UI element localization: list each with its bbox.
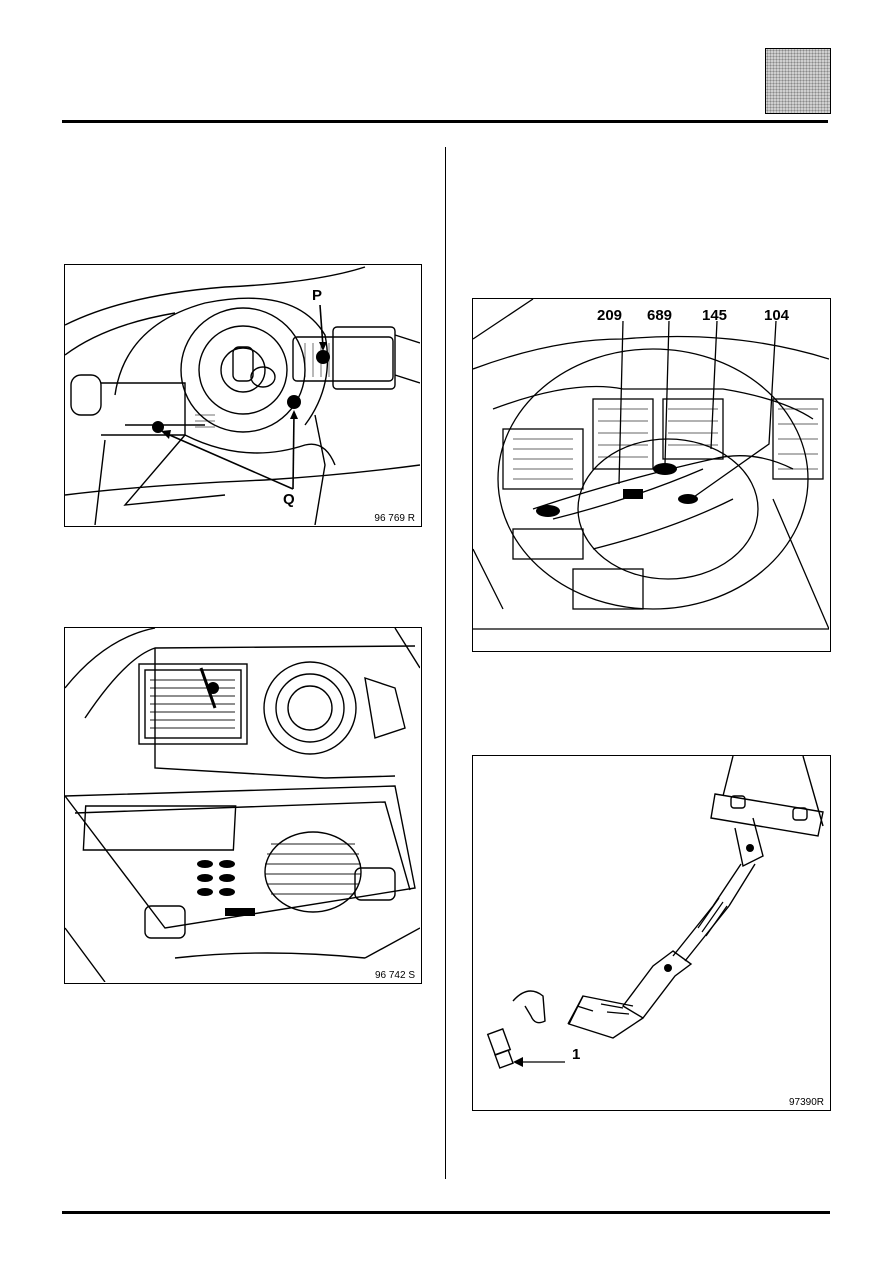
- callout-209: 209: [597, 307, 623, 324]
- wiring-harness-illustration: [473, 299, 829, 630]
- callout-q: Q: [283, 491, 295, 508]
- figure-steering-switch: P Q 96 769 R: [64, 264, 422, 527]
- steering-shaft-illustration: [486, 756, 824, 1069]
- figure-code: 97390R: [788, 1097, 824, 1108]
- figure-steering-shaft: 1 97390R: [472, 755, 831, 1111]
- figure-wiring-harness: 209 689 145 104: [472, 298, 831, 652]
- figure-code: 96 769 R: [374, 513, 415, 524]
- callout-145: 145: [702, 307, 728, 324]
- footer-rule: [62, 1211, 830, 1214]
- steering-switch-illustration: [65, 266, 420, 525]
- figure-code: 96 742 S: [374, 970, 415, 981]
- figure-dashboard-radio: 96 742 S: [64, 627, 422, 984]
- callout-p: P: [312, 287, 323, 304]
- header-rule: [62, 120, 828, 123]
- callout-1: 1: [572, 1046, 581, 1063]
- column-divider: [445, 147, 446, 1179]
- callout-104: 104: [764, 307, 790, 324]
- callout-689: 689: [647, 307, 673, 324]
- section-tab-marker: [765, 48, 831, 114]
- dashboard-radio-illustration: [65, 628, 420, 982]
